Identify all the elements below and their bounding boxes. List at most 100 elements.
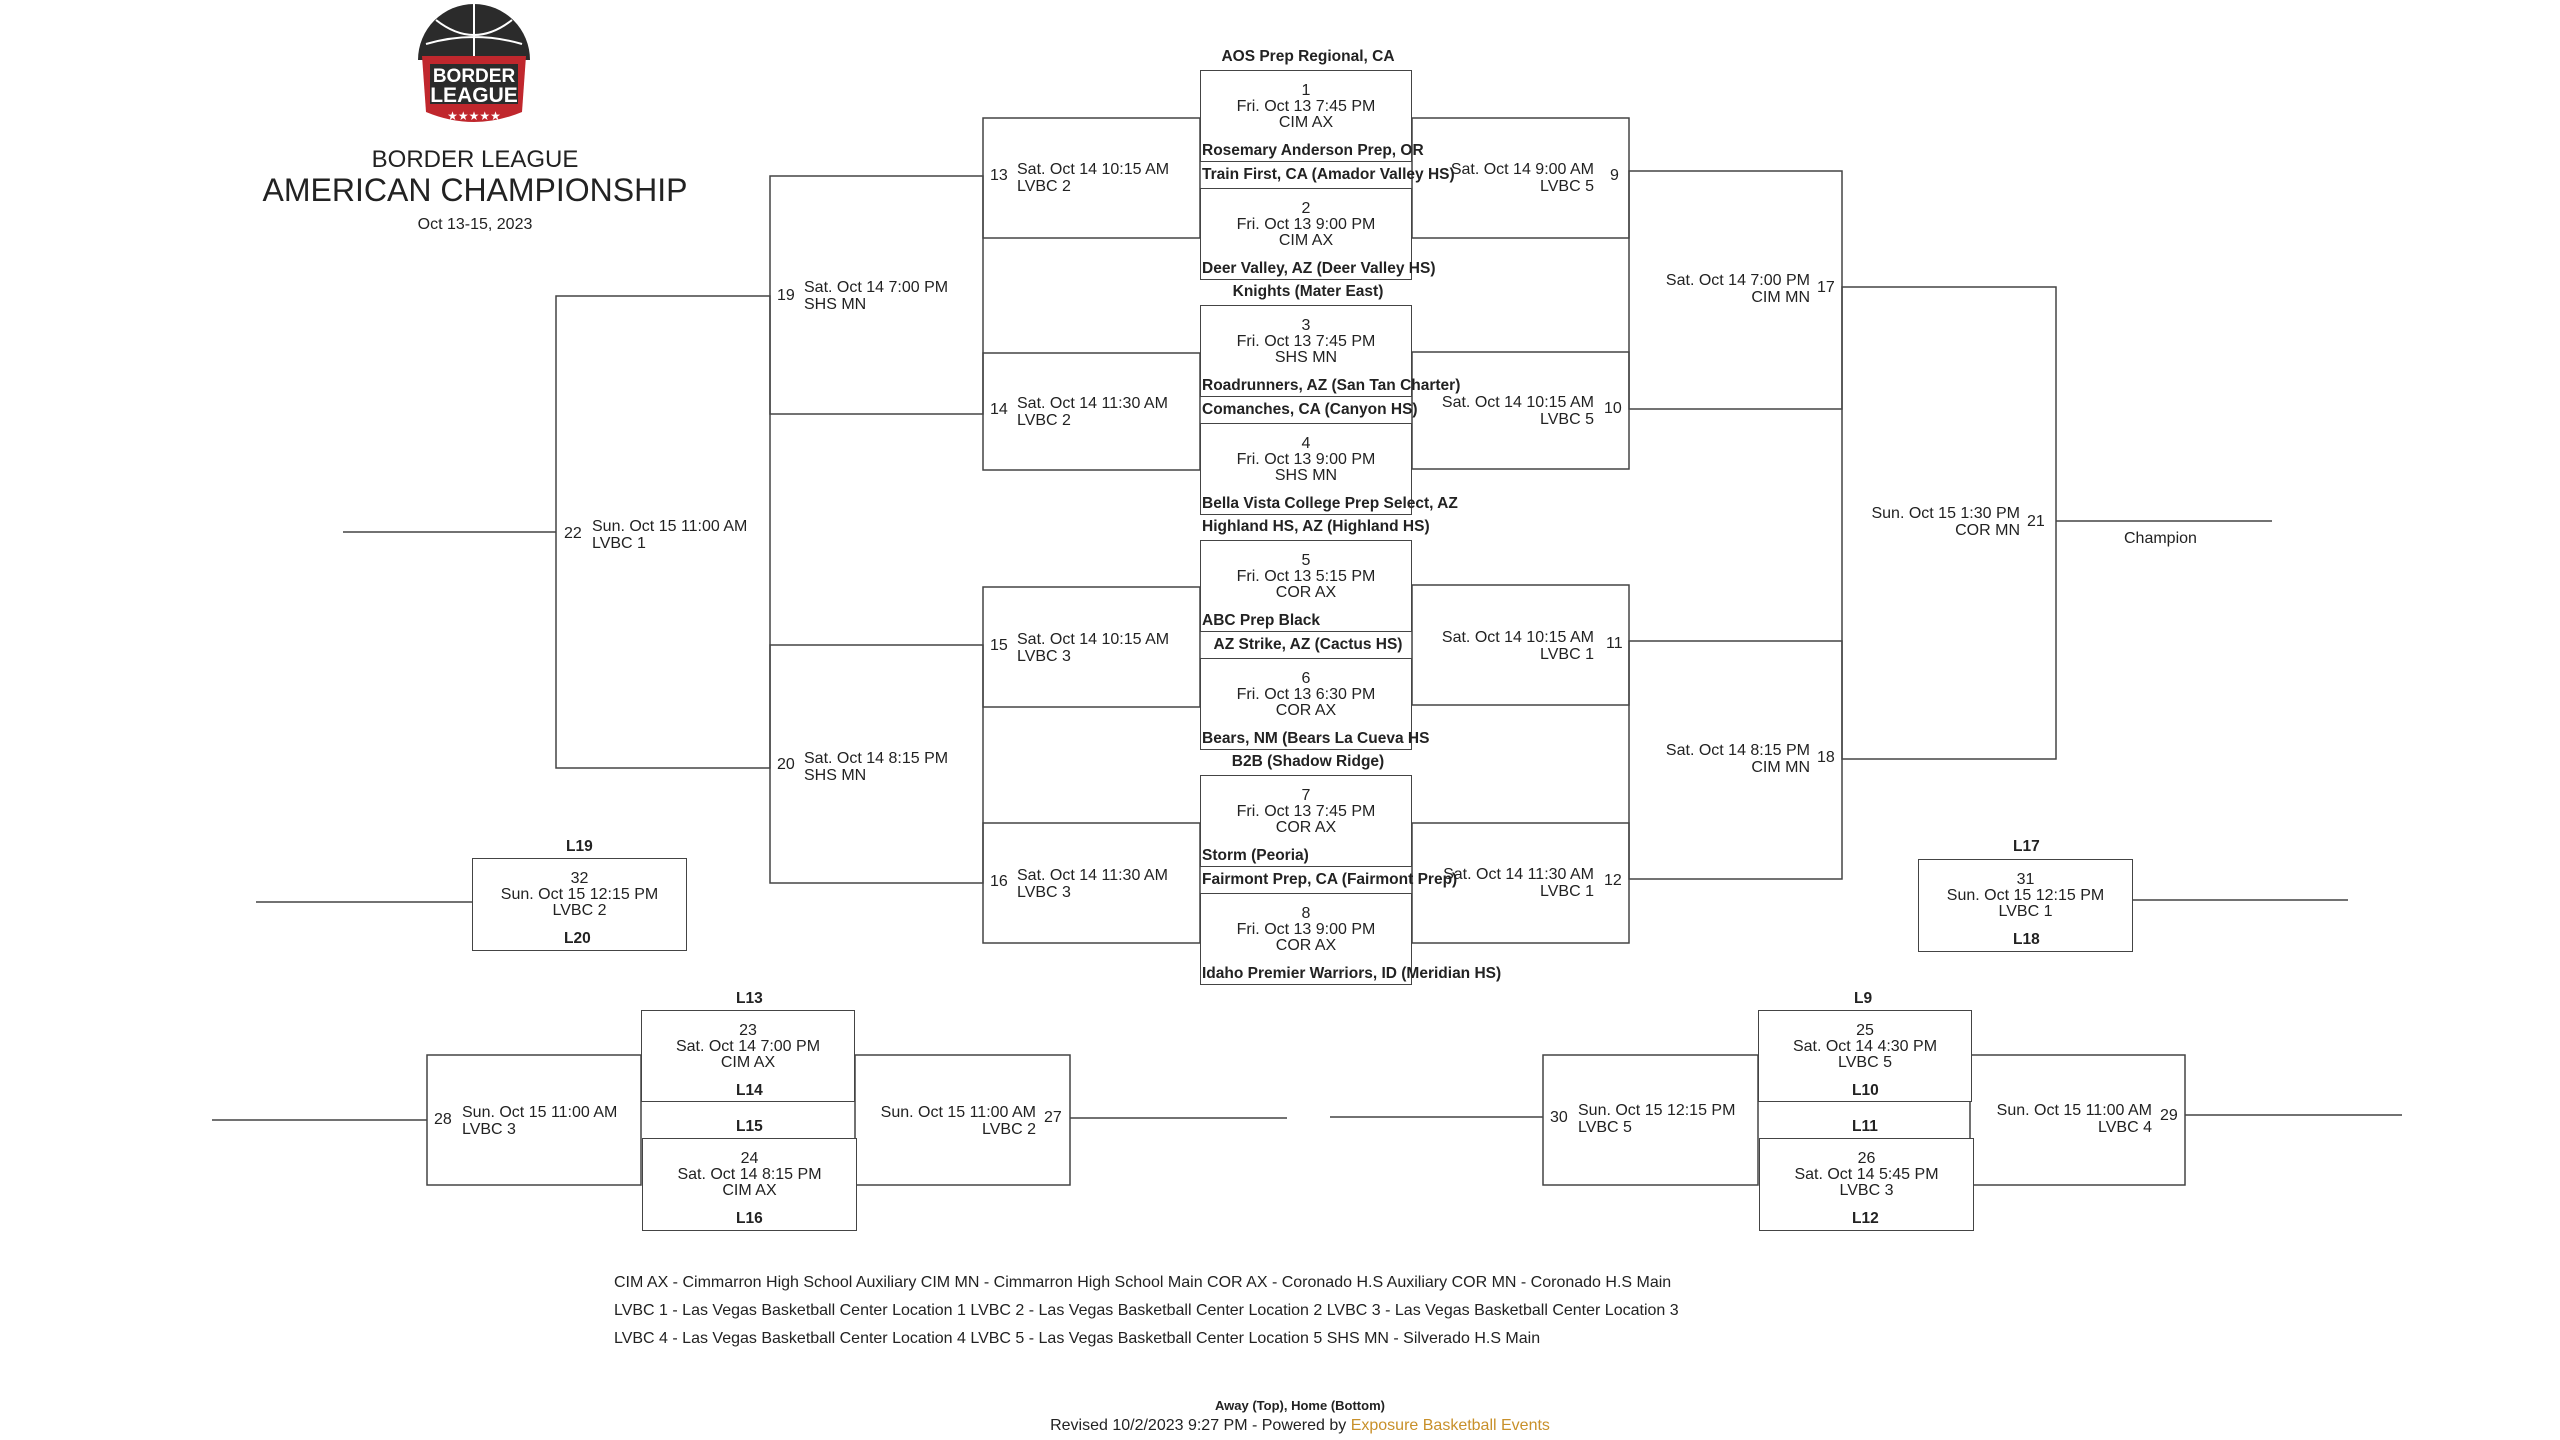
team-bottom: Idaho Premier Warriors, ID (Meridian HS) bbox=[1202, 965, 1502, 982]
game-18-info[interactable]: Sat. Oct 14 8:15 PM CIM MN bbox=[1630, 742, 1810, 776]
game-date: Sun. Oct 15 11:00 AM bbox=[1996, 1102, 2152, 1119]
game-court: COR AX bbox=[1275, 702, 1337, 719]
game-number: 7 bbox=[1301, 787, 1311, 804]
game-number: 12 bbox=[1604, 872, 1622, 889]
game-28-info[interactable]: Sun. Oct 15 11:00 AM LVBC 3 bbox=[462, 1104, 617, 1138]
game-number: 1 bbox=[1301, 82, 1311, 99]
game-27-info[interactable]: Sun. Oct 15 11:00 AM LVBC 2 bbox=[850, 1104, 1036, 1138]
bracket-box-27 bbox=[854, 1054, 1071, 1186]
team-top: AOS Prep Regional, CA bbox=[1221, 48, 1395, 65]
game-court: LVBC 5 bbox=[1838, 1054, 1892, 1071]
game-date: Fri. Oct 13 9:00 PM bbox=[1236, 451, 1376, 468]
basketball-logo-icon: BORDER LEAGUE ★★★★★ bbox=[418, 4, 530, 123]
game-number: 21 bbox=[2027, 513, 2045, 530]
game-court: CIM AX bbox=[1278, 114, 1334, 131]
game-number: 8 bbox=[1301, 905, 1311, 922]
game-23-top-label: L13 bbox=[736, 990, 763, 1007]
game-number: 4 bbox=[1301, 435, 1311, 452]
game-number: 5 bbox=[1301, 552, 1311, 569]
game-32-bottom-label: L20 bbox=[564, 930, 591, 947]
game-number: 24 bbox=[740, 1150, 759, 1167]
game-26-bottom-label: L12 bbox=[1852, 1210, 1879, 1227]
game-21-info[interactable]: Sun. Oct 15 1:30 PM COR MN bbox=[1840, 505, 2020, 539]
game-court: CIM AX bbox=[1278, 232, 1334, 249]
game-22-info[interactable]: Sun. Oct 15 11:00 AM LVBC 1 bbox=[592, 518, 747, 552]
game-number: 16 bbox=[990, 873, 1008, 890]
game-10-info[interactable]: Sat. Oct 14 10:15 AM LVBC 5 bbox=[1420, 394, 1594, 428]
game-20-info[interactable]: Sat. Oct 14 8:15 PM SHS MN bbox=[804, 750, 948, 784]
game-12-info[interactable]: Sat. Oct 14 11:30 AM LVBC 1 bbox=[1420, 866, 1594, 900]
game-court: LVBC 1 bbox=[592, 535, 646, 552]
game-date: Sun. Oct 15 11:00 AM bbox=[880, 1104, 1036, 1121]
legend-line-1: CIM AX - Cimmarron High School Auxiliary… bbox=[614, 1274, 1672, 1291]
bracket-box-12 bbox=[1411, 822, 1630, 944]
game-14-info[interactable]: Sat. Oct 14 11:30 AM LVBC 2 bbox=[1017, 395, 1168, 429]
team-top: Train First, CA (Amador Valley HS) bbox=[1202, 166, 1455, 183]
game-13-info[interactable]: Sat. Oct 14 10:15 AM LVBC 2 bbox=[1017, 161, 1169, 195]
game-19-info[interactable]: Sat. Oct 14 7:00 PM SHS MN bbox=[804, 279, 948, 313]
game-date: Fri. Oct 13 9:00 PM bbox=[1236, 921, 1376, 938]
game-23-box[interactable]: 23 Sat. Oct 14 7:00 PM CIM AX bbox=[641, 1010, 855, 1102]
game-number: 27 bbox=[1044, 1109, 1062, 1126]
game-court: LVBC 5 bbox=[1540, 178, 1594, 195]
game-court: SHS MN bbox=[1274, 349, 1338, 366]
game-number: 17 bbox=[1817, 279, 1835, 296]
svg-text:LEAGUE: LEAGUE bbox=[430, 84, 518, 107]
game-number: 10 bbox=[1604, 400, 1622, 417]
game-11-info[interactable]: Sat. Oct 14 10:15 AM LVBC 1 bbox=[1420, 629, 1594, 663]
game-number: 9 bbox=[1610, 167, 1619, 184]
game-23-bottom-label: L14 bbox=[736, 1082, 763, 1099]
game-court: LVBC 3 bbox=[462, 1121, 516, 1138]
game-date: Sat. Oct 14 10:15 AM bbox=[1017, 631, 1170, 648]
league-logo: BORDER LEAGUE ★★★★★ bbox=[416, 0, 532, 132]
game-31-top-label: L17 bbox=[2013, 838, 2040, 855]
game-24-bottom-label: L16 bbox=[736, 1210, 763, 1227]
game-court: COR MN bbox=[1955, 522, 2020, 539]
game-court: LVBC 3 bbox=[1017, 648, 1071, 665]
game-32-box[interactable]: 32 Sun. Oct 15 12:15 PM LVBC 2 bbox=[472, 858, 687, 951]
team-bottom: ABC Prep Black bbox=[1202, 612, 1321, 629]
game-number: 28 bbox=[434, 1111, 452, 1128]
game-15-info[interactable]: Sat. Oct 14 10:15 AM LVBC 3 bbox=[1017, 631, 1169, 665]
game-31-box[interactable]: 31 Sun. Oct 15 12:15 PM LVBC 1 bbox=[1918, 859, 2133, 952]
team-top: Knights (Mater East) bbox=[1232, 283, 1384, 300]
game-date: Fri. Oct 13 7:45 PM bbox=[1236, 803, 1376, 820]
bracket-box-19 bbox=[769, 175, 984, 415]
team-top: Highland HS, AZ (Highland HS) bbox=[1202, 518, 1430, 535]
game-26-box[interactable]: 26 Sat. Oct 14 5:45 PM LVBC 3 bbox=[1759, 1138, 1974, 1231]
game-number: 23 bbox=[739, 1022, 757, 1039]
game-number: 26 bbox=[1857, 1150, 1876, 1167]
game-29-info[interactable]: Sun. Oct 15 11:00 AM LVBC 4 bbox=[1968, 1102, 2152, 1136]
game-25-box[interactable]: 25 Sat. Oct 14 4:30 PM LVBC 5 bbox=[1758, 1010, 1972, 1102]
legend-line-2: LVBC 1 - Las Vegas Basketball Center Loc… bbox=[614, 1302, 1679, 1319]
bracket-box-18 bbox=[1628, 640, 1843, 880]
game-24-box[interactable]: 24 Sat. Oct 14 8:15 PM CIM AX bbox=[642, 1138, 857, 1231]
game-16-info[interactable]: Sat. Oct 14 11:30 AM LVBC 3 bbox=[1017, 867, 1168, 901]
game-court: SHS MN bbox=[804, 296, 867, 313]
powered-by-link[interactable]: Exposure Basketball Events bbox=[1350, 1417, 1550, 1434]
svg-text:BORDER: BORDER bbox=[433, 66, 516, 87]
game-date: Sat. Oct 14 7:00 PM bbox=[804, 279, 949, 296]
league-name: BORDER LEAGUE bbox=[371, 146, 579, 173]
game-court: COR AX bbox=[1275, 937, 1337, 954]
game-9-info[interactable]: Sat. Oct 14 9:00 AM LVBC 5 bbox=[1420, 161, 1594, 195]
game-date: Fri. Oct 13 9:00 PM bbox=[1236, 216, 1376, 233]
footer-revised: Revised 10/2/2023 9:27 PM - Powered by E… bbox=[880, 1417, 1720, 1435]
game-date: Sun. Oct 15 12:15 PM bbox=[1578, 1102, 1736, 1119]
game-date: Sat. Oct 14 11:30 AM bbox=[1443, 866, 1594, 883]
legend-line-3: LVBC 4 - Las Vegas Basketball Center Loc… bbox=[614, 1330, 1541, 1347]
game-court: LVBC 2 bbox=[1017, 178, 1071, 195]
game-17-info[interactable]: Sat. Oct 14 7:00 PM CIM MN bbox=[1630, 272, 1810, 306]
event-dates: Oct 13-15, 2023 bbox=[417, 216, 533, 233]
game-number: 25 bbox=[1856, 1022, 1874, 1039]
game-30-info[interactable]: Sun. Oct 15 12:15 PM LVBC 5 bbox=[1578, 1102, 1735, 1136]
game-court: CIM MN bbox=[1751, 289, 1810, 306]
